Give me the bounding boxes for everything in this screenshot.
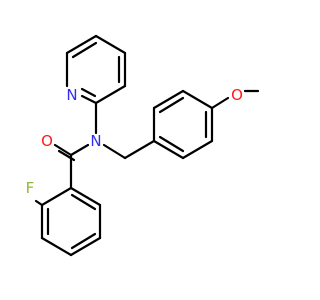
methoxyphenyl-ring xyxy=(123,89,260,160)
bond xyxy=(123,139,156,160)
bond xyxy=(152,139,185,160)
fluorine-label: F xyxy=(26,179,35,197)
bond xyxy=(65,34,98,55)
bond xyxy=(158,96,185,114)
fluorophenyl-ring xyxy=(34,153,102,257)
bond xyxy=(34,199,44,207)
bond xyxy=(69,236,102,257)
bond xyxy=(80,87,97,98)
pyridine-nitrogen-label: N xyxy=(66,86,77,104)
molecule-canvas: N N O O F xyxy=(25,34,260,257)
bond xyxy=(152,89,185,110)
amide-nitrogen-label: N xyxy=(90,132,101,150)
bond xyxy=(40,236,73,257)
bond xyxy=(181,139,214,160)
atom-labels: N N O O F xyxy=(26,86,243,197)
bond xyxy=(69,143,90,157)
carbonyl-oxygen-label: O xyxy=(41,132,53,150)
bond xyxy=(94,34,127,55)
bond xyxy=(94,84,127,105)
methoxy-oxygen-label: O xyxy=(231,86,243,104)
bond xyxy=(102,143,127,160)
bond xyxy=(71,41,98,59)
bond xyxy=(53,143,73,157)
bond xyxy=(181,89,214,110)
bond xyxy=(70,232,97,250)
bond xyxy=(70,193,97,211)
bond xyxy=(69,186,102,207)
bond xyxy=(210,96,230,110)
bond xyxy=(158,135,185,153)
bond xyxy=(40,186,73,207)
bond xyxy=(80,94,98,105)
amide-group xyxy=(53,101,127,162)
pyridine-ring xyxy=(65,34,127,105)
molecule-structure: N N O O F xyxy=(26,34,260,257)
